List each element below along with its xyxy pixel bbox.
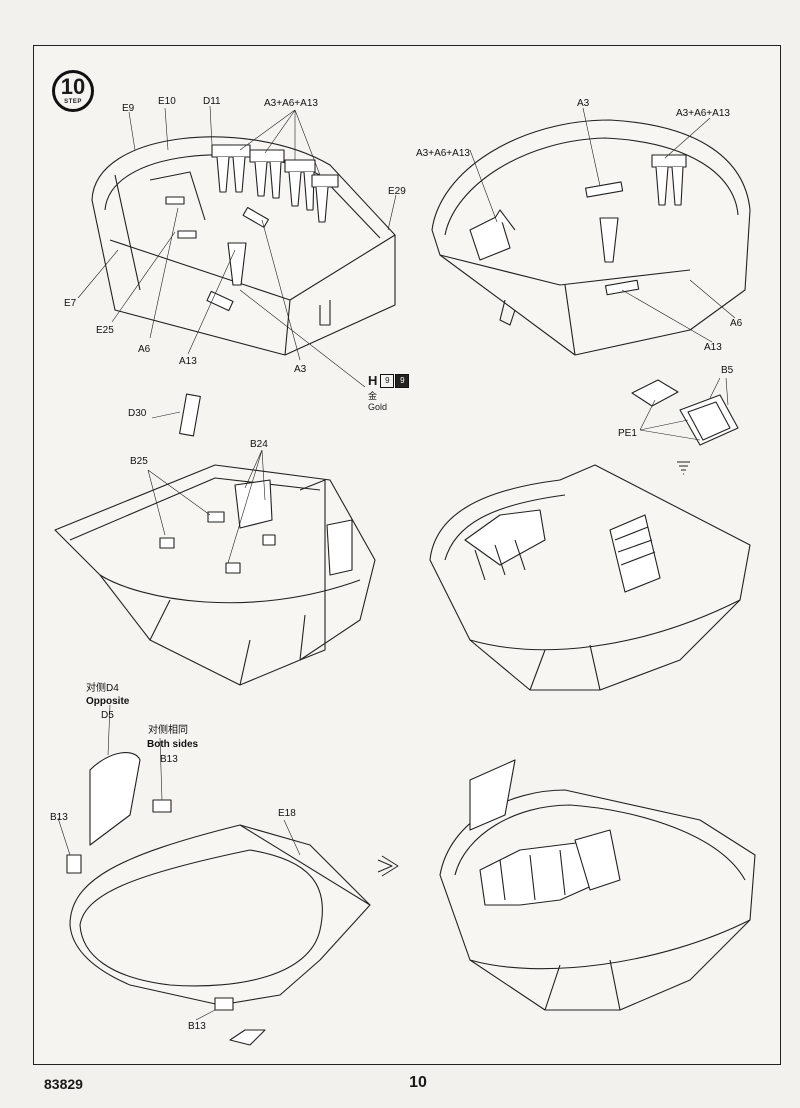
label-a3-left: A3	[294, 364, 307, 375]
label-e10: E10	[158, 96, 176, 107]
label-b13-left: B13	[50, 812, 68, 823]
label-d5: D5	[101, 710, 114, 721]
part-labels: E9 E10 D11 A3+A6+A13 E29 E7 E25 A6 A13 A…	[50, 96, 743, 1032]
page-number: 10	[409, 1074, 427, 1091]
turret-lower-right	[439, 759, 756, 1011]
turret-middle-right	[429, 464, 751, 691]
turret-upper-left	[77, 105, 397, 388]
label-d30: D30	[128, 408, 147, 419]
label-b25: B25	[130, 456, 148, 467]
direction-arrow-2	[377, 855, 399, 877]
label-e9: E9	[122, 103, 135, 114]
label-a6-left: A6	[138, 344, 151, 355]
paint-letter: H	[368, 373, 378, 388]
label-a3-right: A3	[577, 98, 590, 109]
step-badge: 10 STEP	[52, 70, 94, 112]
label-b24: B24	[250, 439, 268, 450]
label-opposite-en: Opposite	[86, 696, 130, 707]
paint-name-en: Gold	[368, 402, 388, 412]
paint-code-a: 9	[380, 373, 395, 388]
label-b13-top: B13	[160, 754, 178, 765]
label-a3a6a13-right-left: A3+A6+A13	[416, 148, 470, 159]
label-d11: D11	[203, 96, 221, 107]
paint-name-cn: 金	[368, 391, 378, 401]
ammo-rack-left	[165, 144, 339, 312]
label-a6-right: A6	[730, 318, 743, 329]
paint-code-b: 9	[395, 373, 410, 388]
label-b13-bottom: B13	[188, 1021, 206, 1032]
label-e29: E29	[388, 186, 406, 197]
label-a3a6a13-right-top: A3+A6+A13	[676, 108, 730, 119]
label-both-en: Both sides	[147, 739, 199, 750]
paint-callout: H 9 9 金 Gold	[368, 373, 410, 412]
step-word: STEP	[64, 99, 82, 105]
label-e7: E7	[64, 298, 77, 309]
label-pe1: PE1	[618, 428, 637, 439]
label-a13-right: A13	[704, 342, 722, 353]
step-number: 10	[60, 74, 86, 99]
direction-arrow-1	[677, 461, 690, 475]
label-opposite-cn: 对侧D4	[86, 681, 119, 694]
turret-upper-right	[431, 107, 751, 356]
label-a3a6a13-top-left: A3+A6+A13	[264, 98, 318, 109]
label-e18: E18	[278, 808, 296, 819]
turret-lower-left	[57, 704, 371, 1046]
label-both-cn: 对侧相同	[148, 723, 188, 736]
product-code: 83829	[44, 1076, 83, 1092]
part-b5-pe1	[631, 377, 739, 446]
label-b5: B5	[721, 365, 734, 376]
label-e25: E25	[96, 325, 114, 336]
label-a13-left: A13	[179, 356, 197, 367]
turret-middle-left	[54, 393, 376, 686]
